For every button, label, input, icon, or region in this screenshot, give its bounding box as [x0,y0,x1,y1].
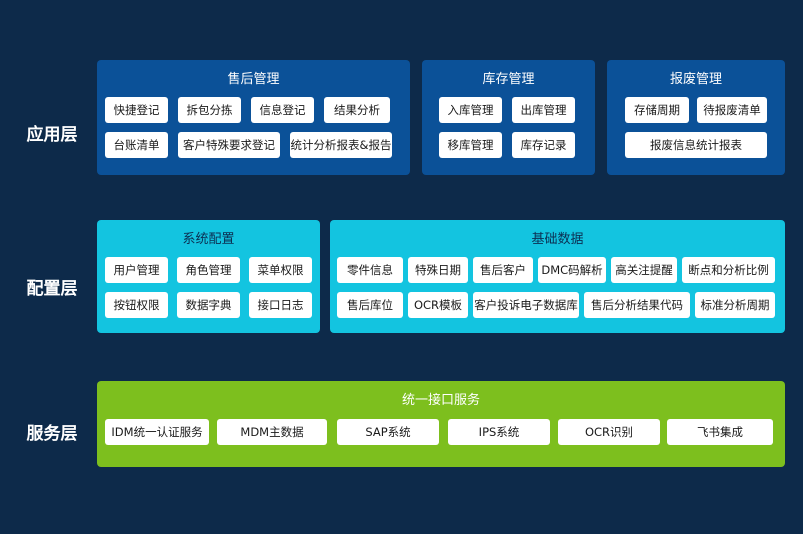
inventory-item[interactable]: 移库管理 [439,132,502,158]
after-sales-item[interactable]: 台账清单 [105,132,168,158]
inventory-item[interactable]: 出库管理 [512,97,575,123]
layer-label-service: 服务层 [26,424,78,444]
scrap-item[interactable]: 报废信息统计报表 [625,132,767,158]
inventory-title: 库存管理 [482,72,535,87]
system-config-item[interactable]: 数据字典 [177,292,240,318]
base-data-item[interactable]: 高关注提醒 [611,257,677,283]
unified-interface-panel: 统一接口服务 IDM统一认证服务 MDM主数据 SAP系统 IPS系统 OCR识… [97,381,785,467]
scrap-title: 报废管理 [669,72,722,87]
base-data-item[interactable]: 特殊日期 [408,257,468,283]
system-config-item[interactable]: 角色管理 [177,257,240,283]
inventory-panel: 库存管理 入库管理 出库管理 移库管理 库存记录 [422,60,595,175]
system-config-item[interactable]: 用户管理 [105,257,168,283]
inventory-item[interactable]: 库存记录 [512,132,575,158]
unified-interface-item[interactable]: SAP系统 [337,419,439,445]
base-data-item[interactable]: 标准分析周期 [695,292,775,318]
scrap-item[interactable]: 存储周期 [625,97,689,123]
after-sales-panel: 售后管理 快捷登记 拆包分拣 信息登记 结果分析 台账清单 客户特殊要求登记 统… [97,60,410,175]
base-data-item[interactable]: 零件信息 [337,257,403,283]
system-config-item[interactable]: 接口日志 [249,292,312,318]
base-data-item[interactable]: 售后库位 [337,292,403,318]
unified-interface-item[interactable]: OCR识别 [558,419,660,445]
system-config-panel: 系统配置 用户管理 角色管理 菜单权限 按钮权限 数据字典 接口日志 [97,220,320,333]
system-config-item[interactable]: 菜单权限 [249,257,312,283]
unified-interface-title: 统一接口服务 [401,393,480,408]
after-sales-title: 售后管理 [227,72,280,87]
base-data-panel: 基础数据 零件信息 特殊日期 售后客户 DMC码解析 高关注提醒 断点和分析比例… [330,220,785,333]
after-sales-item[interactable]: 结果分析 [324,97,390,123]
unified-interface-item[interactable]: MDM主数据 [217,419,327,445]
base-data-item[interactable]: 售后客户 [473,257,533,283]
scrap-item[interactable]: 待报废清单 [697,97,767,123]
unified-interface-item[interactable]: 飞书集成 [667,419,773,445]
base-data-item[interactable]: 断点和分析比例 [682,257,775,283]
after-sales-item[interactable]: 快捷登记 [105,97,168,123]
unified-interface-item[interactable]: IPS系统 [448,419,550,445]
after-sales-item[interactable]: 客户特殊要求登记 [178,132,280,158]
unified-interface-item[interactable]: IDM统一认证服务 [105,419,209,445]
base-data-item[interactable]: OCR模板 [408,292,468,318]
inventory-item[interactable]: 入库管理 [439,97,502,123]
base-data-item[interactable]: DMC码解析 [538,257,606,283]
after-sales-item[interactable]: 拆包分拣 [178,97,241,123]
system-config-item[interactable]: 按钮权限 [105,292,168,318]
base-data-title: 基础数据 [531,232,584,247]
after-sales-item[interactable]: 统计分析报表&报告 [290,132,392,158]
base-data-item[interactable]: 客户投诉电子数据库 [473,292,579,318]
base-data-item[interactable]: 售后分析结果代码 [584,292,690,318]
layer-label-application: 应用层 [26,125,78,145]
system-config-title: 系统配置 [182,232,235,247]
layer-label-config: 配置层 [26,279,78,299]
after-sales-item[interactable]: 信息登记 [251,97,314,123]
scrap-panel: 报废管理 存储周期 待报废清单 报废信息统计报表 [607,60,785,175]
